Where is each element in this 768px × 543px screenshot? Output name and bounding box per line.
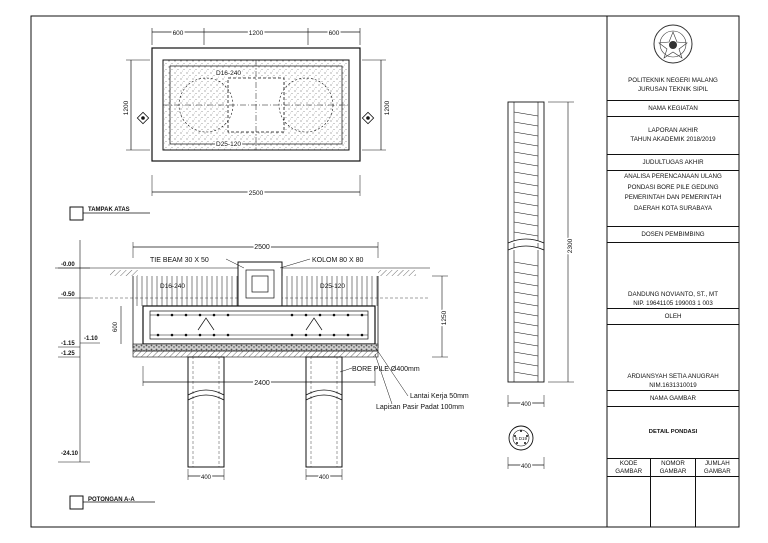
level-1-15: -1.15 <box>61 341 75 347</box>
polinema-logo-icon <box>653 24 693 64</box>
institution-line-1: POLITEKNIK NEGERI MALANG <box>628 77 718 84</box>
plan-dim-600-right: 600 <box>329 30 340 37</box>
column-label: KOLOM 80 X 80 <box>312 257 363 264</box>
bore-pile-label: BORE PILE Ø400mm <box>352 366 420 373</box>
kegiatan-line-1: LAPORAN AKHIR <box>648 127 698 134</box>
section-rebar-right: D25-120 <box>320 283 345 290</box>
plan-dim-right: 1200 <box>384 100 391 115</box>
section-dim-bottom: 2400 <box>254 380 270 387</box>
author-name: ARDIANSYAH SETIA ANUGRAH <box>627 373 719 380</box>
kode-label-2: GAMBAR <box>615 468 643 475</box>
pile-section-circle <box>508 425 534 451</box>
tie-beam-label: TIE BEAM 30 X 50 <box>150 257 209 264</box>
nama-gambar-value: DETAIL PONDASI <box>648 428 698 435</box>
nama-gambar-label: NAMA GAMBAR <box>649 394 697 402</box>
section-rebar-left: D16-240 <box>160 283 185 290</box>
section-dim-top: 2500 <box>254 244 270 251</box>
judul-label: JUDULTUGAS AKHIR <box>642 158 704 166</box>
oleh-label: OLEH <box>664 312 682 320</box>
dosen-nip: NIP. 19641105 199003 1 003 <box>633 300 713 307</box>
nomor-label-2: GAMBAR <box>659 468 687 475</box>
section-view-title: POTONGAN A-A <box>88 497 135 503</box>
level-24-10: -24.10 <box>61 451 79 457</box>
nomor-label-1: NOMOR <box>661 460 685 467</box>
judul-line-4: DAERAH KOTA SURABAYA <box>633 204 713 212</box>
pile-detail-width-bottom: 400 <box>521 464 532 470</box>
section-marker-right-icon <box>361 111 375 125</box>
kegiatan-line-2: TAHUN AKADEMIK 2018/2019 <box>630 136 716 143</box>
pile-dim-left: 400 <box>201 475 212 481</box>
judul-line-1: ANALISA PERENCANAAN ULANG <box>624 173 722 180</box>
pile-detail-width-top: 400 <box>521 402 532 408</box>
pile-dim-right: 400 <box>319 475 330 481</box>
section-marker-left-icon <box>136 111 150 125</box>
judul-line-3: PEMERINTAH DAN PEMERINTAH <box>624 194 722 201</box>
section-view: 2500 <box>55 240 469 510</box>
plan-dim-1200: 1200 <box>249 30 264 37</box>
plan-rebar-bottom: D25-120 <box>216 141 241 148</box>
jumlah-label-1: JUMLAH <box>704 460 730 467</box>
plan-dim-600-left: 600 <box>173 30 184 37</box>
section-dim-600: 600 <box>113 321 119 332</box>
pile-section-label: 5 D19 <box>515 436 528 441</box>
level-1-10: -1.10 <box>84 336 98 342</box>
logo-area <box>607 16 739 72</box>
jumlah-label-2: GAMBAR <box>703 468 731 475</box>
institution-line-2: JURUSAN TEKNIK SIPIL <box>637 86 709 93</box>
plan-view: 600 1200 600 D16-240 D25-120 1200 1200 <box>69 28 393 221</box>
drawing-code-table: KODE GAMBAR NOMOR GAMBAR JUMLAH GAMBAR <box>607 458 739 527</box>
level-1-25: -1.25 <box>61 351 75 357</box>
lapisan-pasir-label: Lapisan Pasir Padat 100mm <box>376 404 464 411</box>
judul-line-2: PONDASI BORE PILE GEDUNG <box>627 183 719 191</box>
pile-detail: 2300 400 5 D19 400 <box>507 101 576 472</box>
dosen-name: DANDUNG NOVIANTO, ST., MT <box>628 291 718 298</box>
pile-length-dim: 2300 <box>567 238 574 253</box>
author-nim: NIM.1631310019 <box>649 382 697 389</box>
dosen-label: DOSEN PEMBIMBING <box>641 230 705 238</box>
kode-label-1: KODE <box>619 460 638 467</box>
plan-dim-left: 1200 <box>123 100 130 115</box>
section-dim-1250: 1250 <box>441 310 448 325</box>
sheet-border <box>30 15 740 528</box>
level-0-00: -0.00 <box>61 262 75 268</box>
plan-view-title: TAMPAK ATAS <box>88 207 130 213</box>
level-0-50: -0.50 <box>61 292 75 298</box>
plan-dim-bottom: 2500 <box>249 190 264 197</box>
lantai-kerja-label: Lantai Kerja 50mm <box>410 393 469 400</box>
plan-rebar-top: D16-240 <box>216 70 241 77</box>
title-block: POLITEKNIK NEGERI MALANG JURUSAN TEKNIK … <box>607 16 739 527</box>
nama-kegiatan-label: NAMA KEGIATAN <box>648 104 698 112</box>
